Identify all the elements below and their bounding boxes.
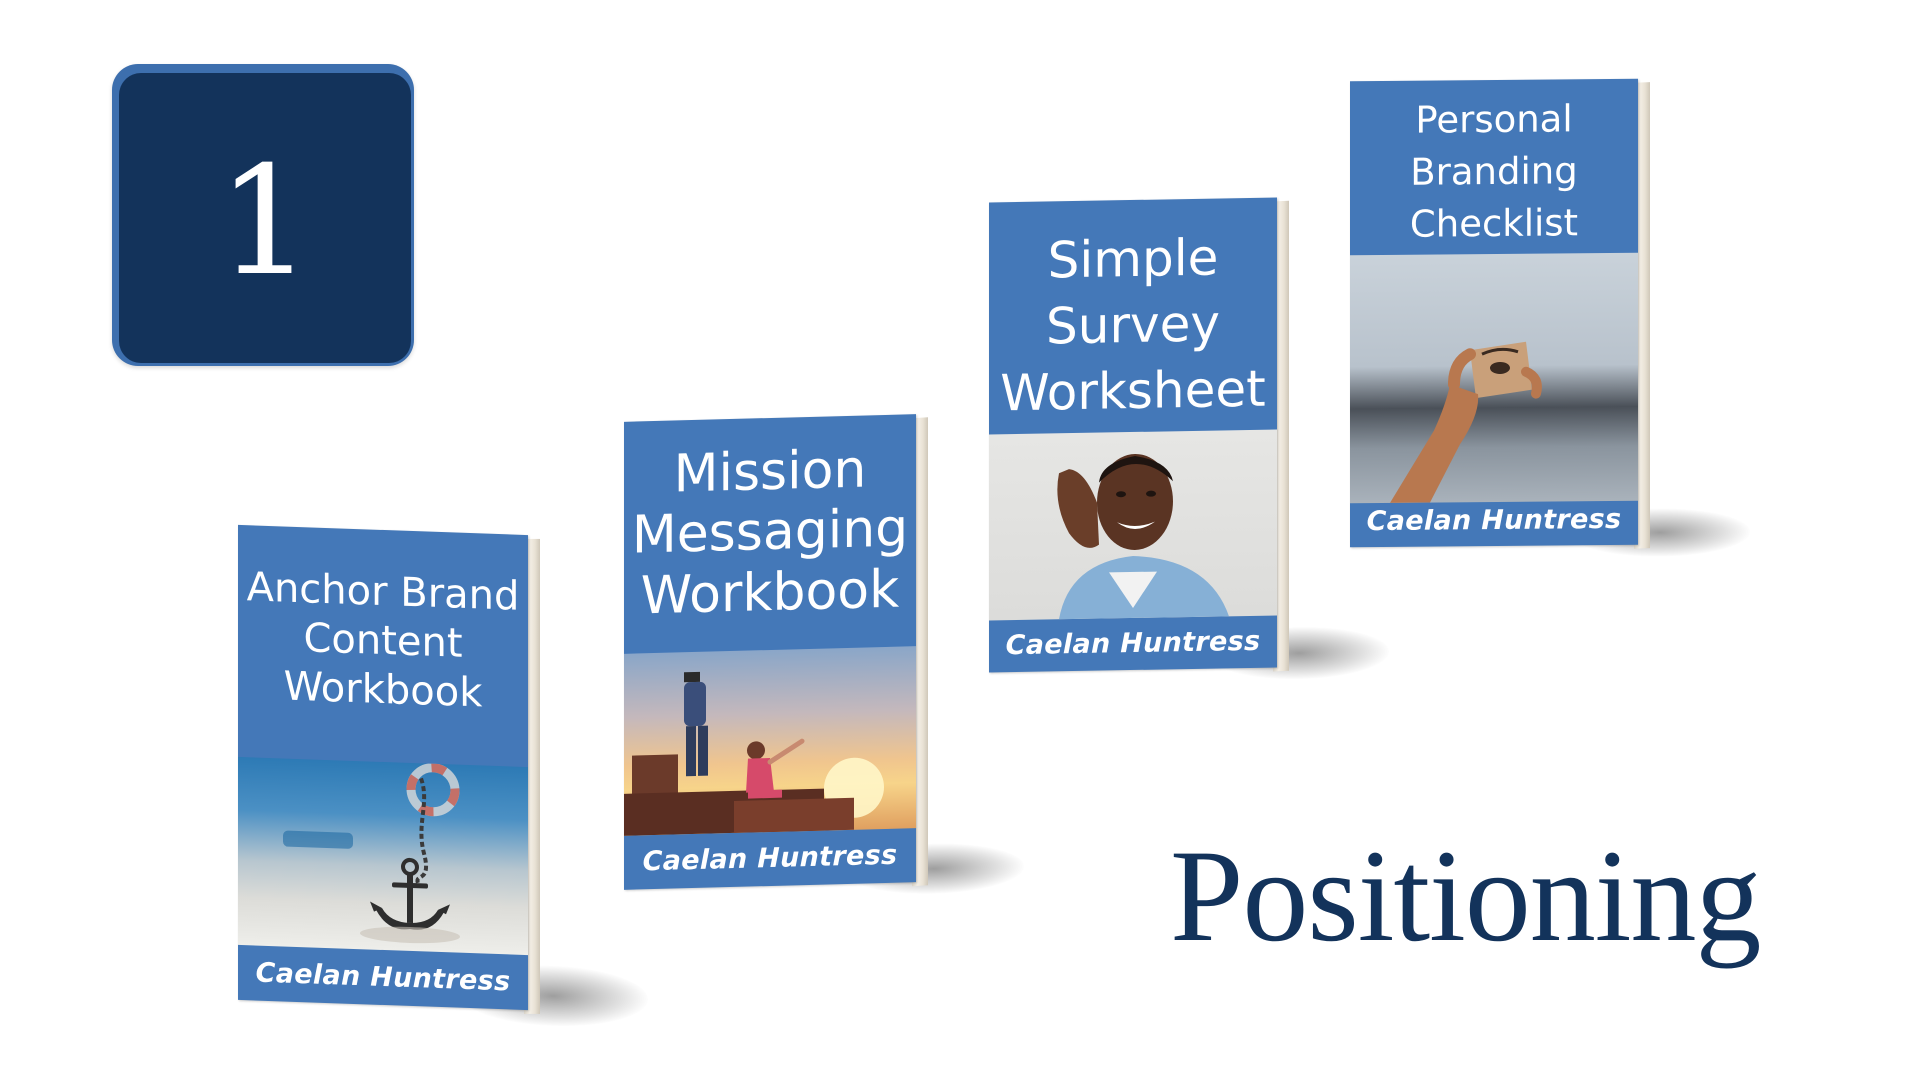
book-title-line: Branding	[1410, 149, 1578, 194]
book-anchor-brand: Anchor Brand Content Workbook	[238, 524, 648, 1030]
badge-number: 1	[217, 135, 313, 309]
book-author: Caelan Huntress	[1366, 503, 1622, 538]
anchor-in-sand-photo	[238, 756, 528, 956]
number-badge: 1	[112, 64, 414, 366]
mirror-icon	[1390, 341, 1542, 503]
book-title-line: Workbook	[640, 559, 900, 627]
book-title-line: Mission	[673, 439, 867, 505]
number-badge-inner: 1	[119, 73, 411, 363]
man-listening-icon	[1057, 453, 1229, 620]
book-title-line: Messaging	[631, 498, 909, 566]
book-author: Caelan Huntress	[642, 839, 898, 878]
book-cover: Anchor Brand Content Workbook	[238, 524, 528, 1011]
man-listening-photo	[989, 429, 1277, 621]
book-cover: Simple Survey Worksheet Caelan Huntress	[989, 197, 1277, 673]
book-title-line: Checklist	[1409, 200, 1579, 246]
section-heading: Positioning	[1170, 822, 1761, 969]
book-author: Caelan Huntress	[1005, 625, 1261, 662]
book-personal-branding: Personal Branding Checklist Caelan Huntr…	[1350, 78, 1750, 558]
book-title-line: Workbook	[283, 663, 483, 717]
book-title-line: Personal	[1415, 97, 1573, 142]
book-title-line: Worksheet	[1000, 359, 1266, 423]
book-simple-survey: Simple Survey Worksheet Caelan Huntress	[989, 197, 1389, 681]
book-title: Anchor Brand Content Workbook	[238, 563, 528, 720]
book-title-line: Simple	[1047, 228, 1219, 290]
book-mission-messaging: Mission Messaging Workbook	[624, 414, 1024, 897]
book-author: Caelan Huntress	[255, 957, 511, 998]
book-title: Mission Messaging Workbook	[624, 438, 916, 627]
book-cover: Mission Messaging Workbook	[624, 414, 916, 890]
children-looking-at-sunset-photo	[624, 646, 916, 836]
book-cover: Personal Branding Checklist Caelan Huntr…	[1350, 78, 1638, 548]
book-title-line: Survey	[1046, 294, 1220, 356]
hand-holding-mirror-photo	[1350, 252, 1638, 504]
book-title: Simple Survey Worksheet	[989, 223, 1277, 426]
anchor-icon	[283, 763, 460, 944]
book-title: Personal Branding Checklist	[1350, 93, 1638, 251]
book-title-line: Anchor Brand	[246, 564, 520, 620]
children-silhouette-icon	[624, 671, 884, 836]
